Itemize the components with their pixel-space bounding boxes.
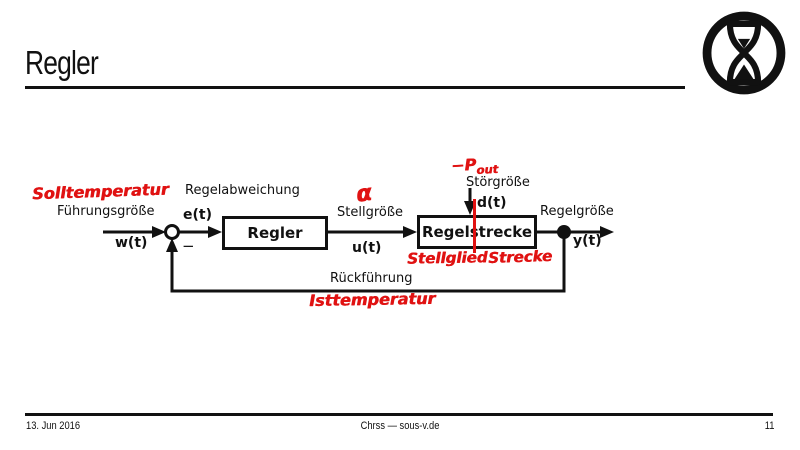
minus-sign: − [182, 237, 195, 255]
annotation-solltemperatur: Solltemperatur [31, 179, 169, 204]
hourglass-logo-icon [700, 9, 788, 97]
annotation-alpha: α [354, 180, 374, 208]
regelstrecke-block-label: Regelstrecke [421, 223, 533, 241]
signal-d: d(t) [477, 195, 507, 211]
footer-credit: Chrss — sous-v.de [360, 420, 440, 432]
signal-w: w(t) [115, 235, 148, 251]
regler-block-label: Regler [247, 224, 303, 242]
signal-u: u(t) [352, 240, 382, 256]
regelstrecke-block: Regelstrecke [417, 215, 537, 249]
label-stoergroesse: Störgröße [466, 175, 530, 190]
signal-e: e(t) [183, 207, 212, 223]
footer-page-number: 11 [764, 420, 774, 432]
page-title: Regler [25, 44, 99, 81]
label-regelgroesse: Regelgröße [540, 204, 614, 219]
label-fuehrungsgroesse: Führungsgröße [57, 204, 155, 219]
footer-divider [25, 413, 773, 416]
annotation-strecke: Strecke [487, 246, 553, 268]
annotation-pout-sub: out [475, 161, 499, 178]
annotation-pout-prefix: −P [450, 154, 477, 176]
annotation-isttemperatur: Isttemperatur [308, 288, 436, 311]
label-rueckfuehrung: Rückführung [330, 271, 413, 286]
header-divider [25, 86, 685, 89]
red-divider-annotation [473, 199, 476, 253]
annotation-pout: −Pout [450, 154, 498, 179]
signal-y: y(t) [573, 233, 602, 249]
label-stellgroesse: Stellgröße [337, 205, 404, 220]
regler-block: Regler [222, 216, 328, 250]
label-regelabweichung: Regelabweichung [185, 183, 300, 198]
footer-date: 13. Jun 2016 [26, 420, 81, 432]
